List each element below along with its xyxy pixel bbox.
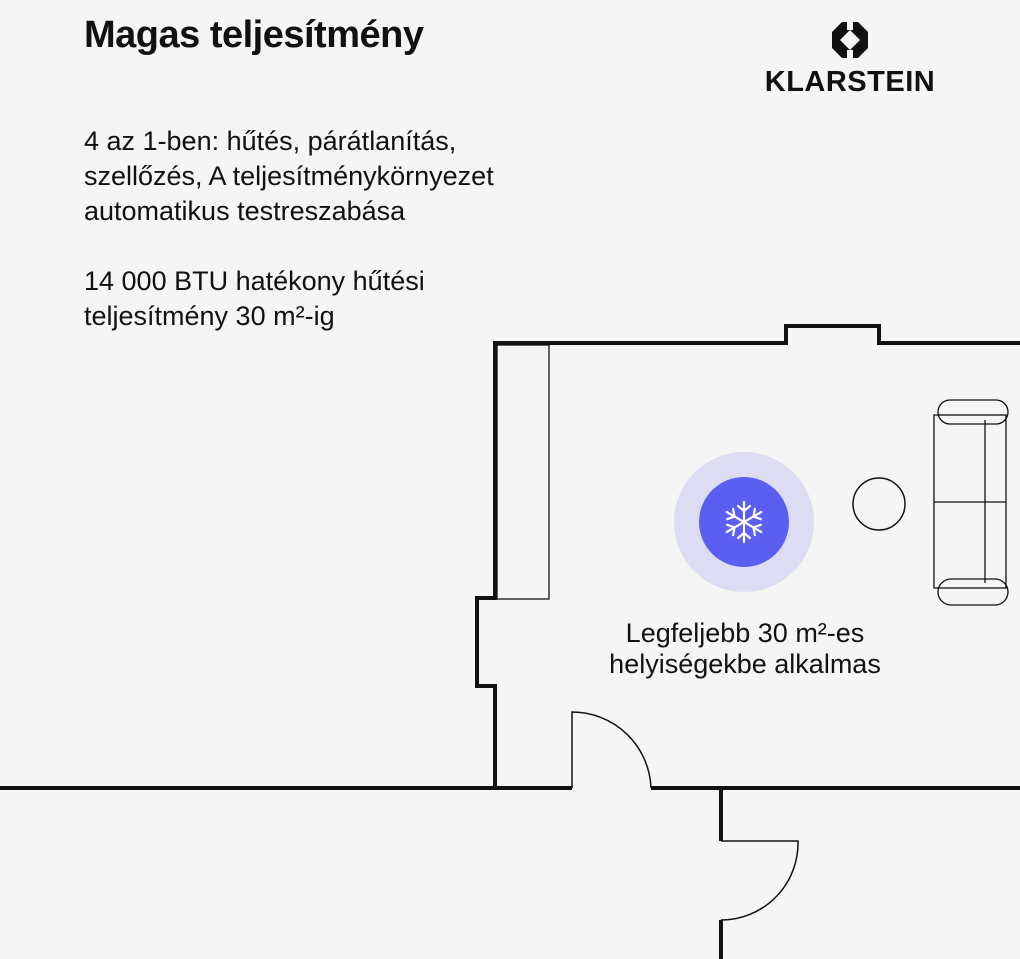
room-door <box>571 711 652 789</box>
walls <box>0 324 1020 959</box>
room-outline-wall <box>475 324 1020 788</box>
feature-list: 4 az 1-ben: hűtés, párátlanítás, szellőz… <box>84 124 524 334</box>
feature-item: 14 000 BTU hatékony hűtési teljesítmény … <box>84 266 425 331</box>
sofa <box>933 399 1009 606</box>
doors <box>571 711 799 921</box>
page-title: Magas teljesítmény <box>84 14 424 56</box>
corridor-door <box>720 840 799 921</box>
side-table <box>852 477 906 531</box>
wardrobe <box>496 344 550 600</box>
snowflake-icon <box>725 500 763 544</box>
brand-block: KLARSTEIN <box>740 18 960 99</box>
brand-name: KLARSTEIN <box>764 66 936 98</box>
room-capacity-caption: Legfeljebb 30 m²-es helyiségekbe alkalma… <box>609 618 881 679</box>
klarstein-logo-icon <box>832 18 868 62</box>
feature-item: 4 az 1-ben: hűtés, párátlanítás, szellőz… <box>84 126 494 226</box>
